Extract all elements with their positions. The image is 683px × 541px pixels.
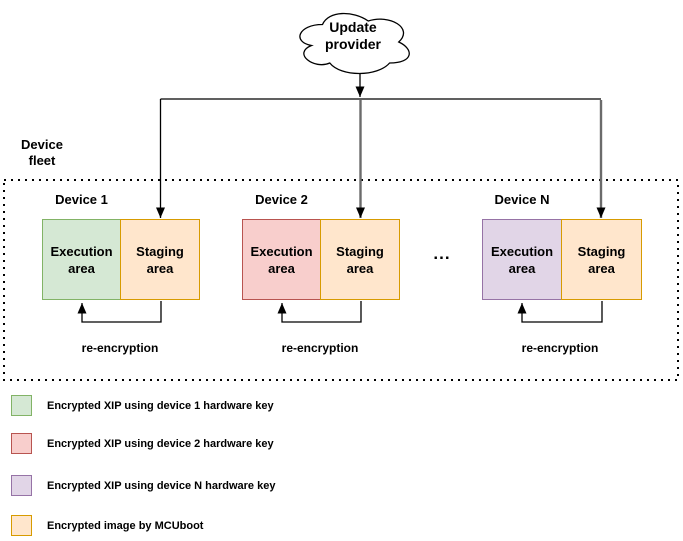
- legend-item-deviceN-key: Encrypted XIP using device N hardware ke…: [11, 475, 275, 496]
- device1-execution-area: Execution area: [42, 219, 121, 300]
- device2-reencryption-arrow: [277, 301, 362, 323]
- legend-swatch-device1-key: [11, 395, 32, 416]
- legend-item-device2-key: Encrypted XIP using device 2 hardware ke…: [11, 433, 274, 454]
- legend-label-mcuboot: Encrypted image by MCUboot: [47, 519, 204, 532]
- deviceN-reencryption-arrow: [517, 301, 603, 323]
- device2-title: Device 2: [255, 192, 308, 207]
- device2-execution-area: Execution area: [242, 219, 321, 300]
- deviceN-execution-area: Execution area: [482, 219, 562, 300]
- device-fleet-label: Device fleet: [21, 137, 63, 168]
- device1-reencryption-arrow: [77, 301, 162, 323]
- device1-reencryption-label: re-encryption: [81, 341, 159, 355]
- legend-item-mcuboot: Encrypted image by MCUboot: [11, 515, 203, 536]
- more-devices-ellipsis: ...: [433, 244, 451, 263]
- legend-label-device1-key: Encrypted XIP using device 1 hardware ke…: [47, 399, 274, 412]
- legend-item-device1-key: Encrypted XIP using device 1 hardware ke…: [11, 395, 274, 416]
- legend-swatch-device2-key: [11, 433, 32, 454]
- device1-title: Device 1: [55, 192, 108, 207]
- update-provider-label: Update provider: [324, 19, 381, 52]
- deviceN-title: Device N: [494, 192, 550, 207]
- update-provider-cloud: [299, 12, 410, 75]
- device2-reencryption-label: re-encryption: [281, 341, 359, 355]
- legend-swatch-mcuboot: [11, 515, 32, 536]
- device1-staging-area: Staging area: [120, 219, 200, 300]
- legend-label-device2-key: Encrypted XIP using device 2 hardware ke…: [47, 437, 274, 450]
- deviceN-staging-area: Staging area: [561, 219, 642, 300]
- device-fleet-boundary: [3, 179, 679, 381]
- deviceN-reencryption-label: re-encryption: [521, 341, 599, 355]
- legend-swatch-deviceN-key: [11, 475, 32, 496]
- device2-staging-area: Staging area: [320, 219, 400, 300]
- legend-label-deviceN-key: Encrypted XIP using device N hardware ke…: [47, 479, 276, 492]
